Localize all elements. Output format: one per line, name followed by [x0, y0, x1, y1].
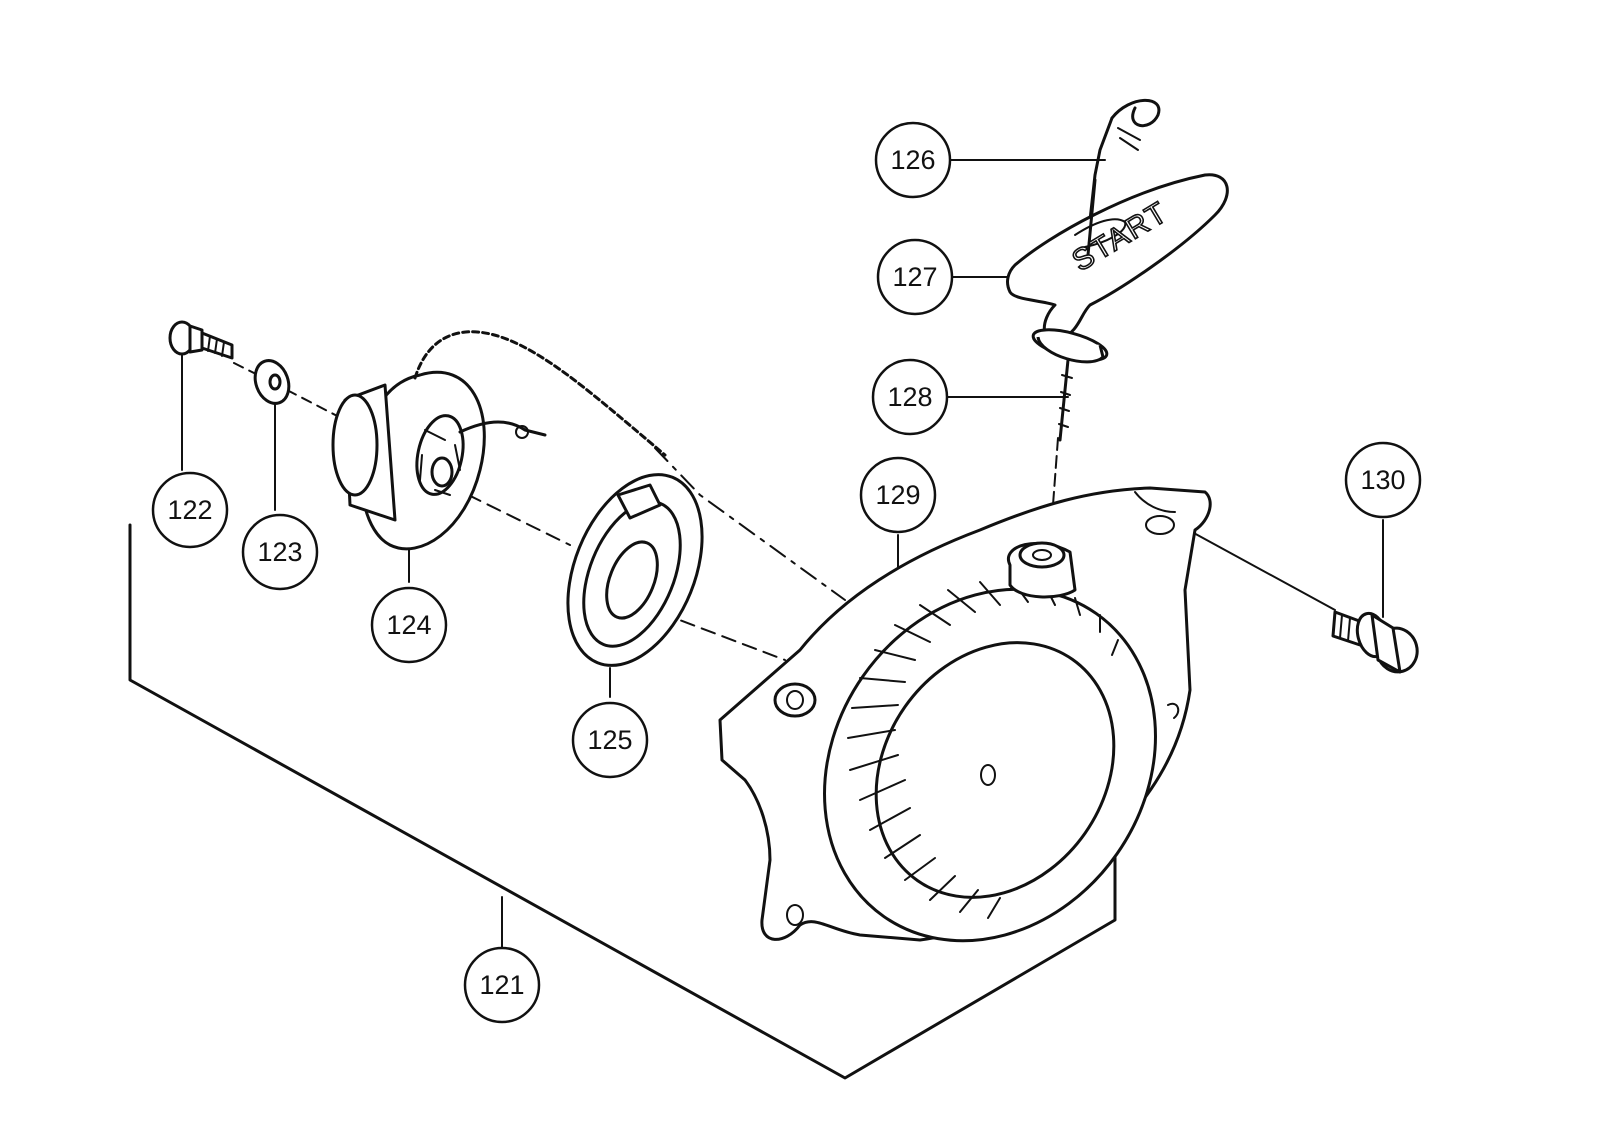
callout-label-126: 126 [890, 145, 935, 175]
callout-label-121: 121 [479, 970, 524, 1000]
callout-circle-125 [571, 701, 649, 779]
sleeve-128 [1031, 328, 1109, 442]
callout-121: 121 [463, 946, 541, 1024]
callout-label-125: 125 [587, 725, 632, 755]
callout-130: 130 [1344, 441, 1422, 519]
callout-circle-123 [241, 513, 319, 591]
callout-129: 129 [859, 456, 937, 534]
assembly-bracket [128, 523, 1117, 1080]
callout-123: 123 [241, 513, 319, 591]
callout-circle-124 [370, 586, 448, 664]
callout-circle-129 [859, 456, 937, 534]
callout-126: 126 [874, 121, 952, 199]
callout-layer: 121 122 123 124 125 126 127 128 129 130 [151, 121, 1422, 1024]
callout-127: 127 [876, 238, 954, 316]
pulley-124 [331, 330, 667, 551]
callout-128: 128 [871, 358, 949, 436]
callout-circle-130 [1344, 441, 1422, 519]
starter-housing-129 [718, 486, 1212, 943]
callout-label-129: 129 [875, 480, 920, 510]
callout-circle-122 [151, 471, 229, 549]
handle-127: START [1006, 173, 1229, 343]
callout-circle-127 [876, 238, 954, 316]
recoil-spring-125 [566, 473, 704, 667]
callout-125: 125 [571, 701, 649, 779]
bolt-122 [168, 320, 234, 360]
callout-label-127: 127 [892, 262, 937, 292]
callout-circle-121 [463, 946, 541, 1024]
callout-label-123: 123 [257, 537, 302, 567]
callout-124: 124 [370, 586, 448, 664]
callout-label-122: 122 [167, 495, 212, 525]
washer-123 [253, 359, 291, 405]
callout-label-130: 130 [1360, 465, 1405, 495]
screw-130 [1331, 610, 1419, 674]
callout-circle-126 [874, 121, 952, 199]
callout-label-128: 128 [887, 382, 932, 412]
callout-label-124: 124 [386, 610, 431, 640]
callout-circle-128 [871, 358, 949, 436]
callout-122: 122 [151, 471, 229, 549]
